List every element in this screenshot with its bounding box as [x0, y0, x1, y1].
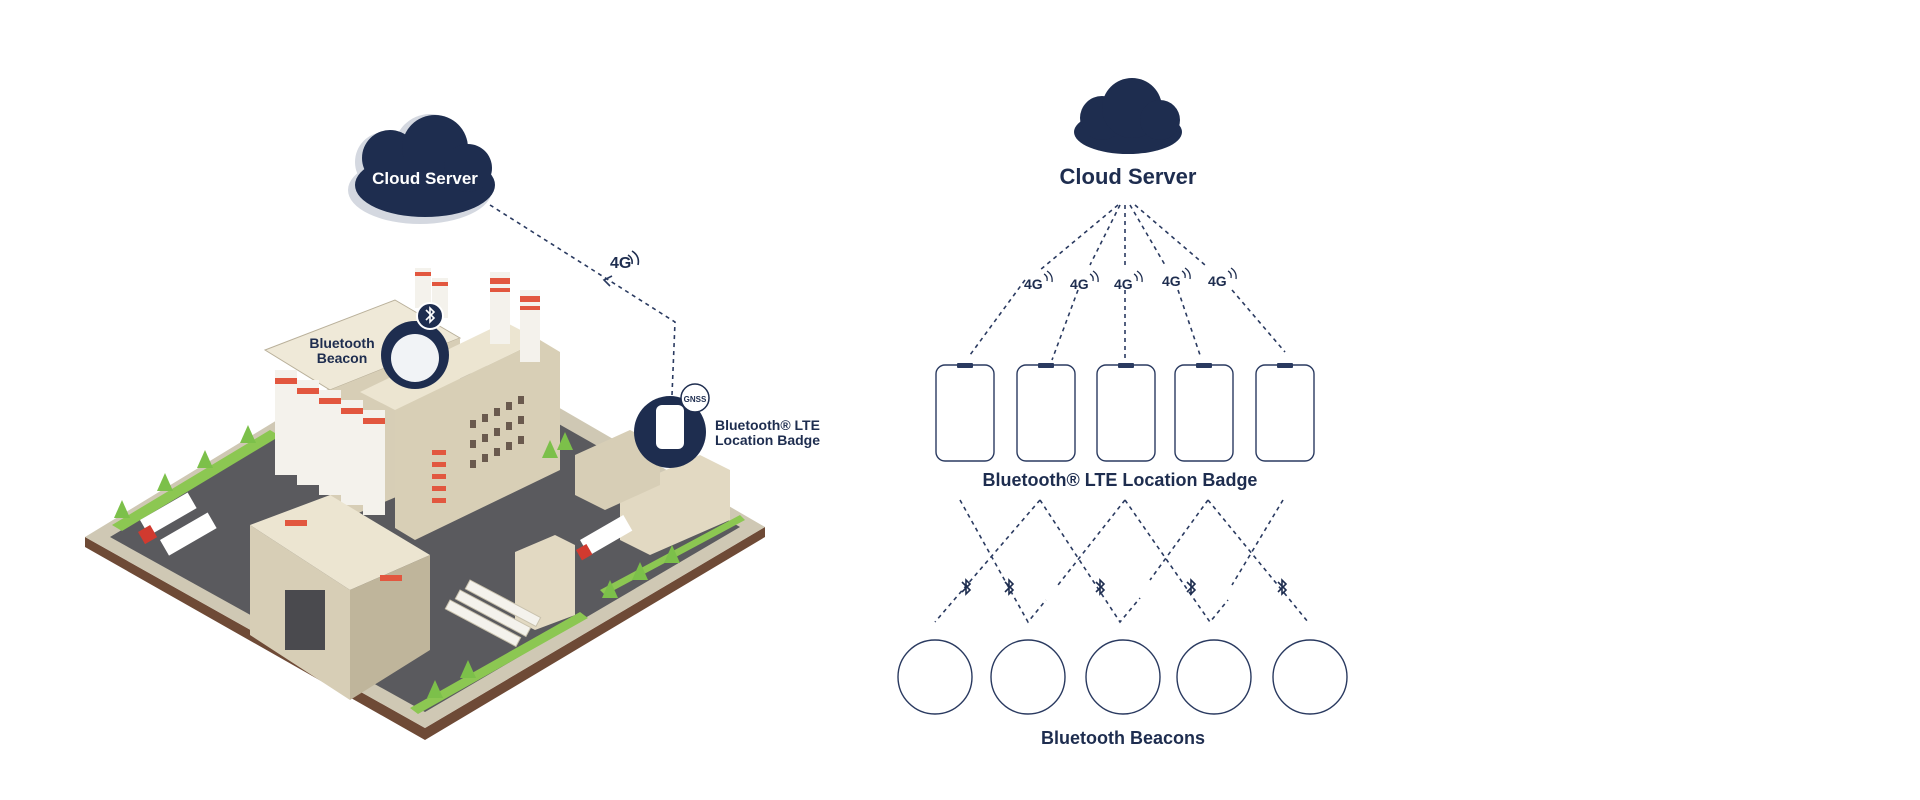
signal-label-5: 4G: [1208, 273, 1227, 289]
left-cloud-icon: [348, 114, 495, 224]
office-building: [515, 535, 575, 630]
bluetooth-icon-1: [961, 578, 972, 596]
red-pipe-rack: [432, 450, 446, 503]
right-cloud-icon: [1074, 78, 1182, 154]
wifi-icon-4: [1181, 267, 1191, 280]
bluetooth-icon-4: [1186, 578, 1197, 596]
badge-label-line2: Location Badge: [715, 432, 820, 448]
beacon-4: [1176, 639, 1252, 715]
pipe-bundle: [444, 579, 542, 648]
gate-roof-accent-2: [380, 575, 402, 581]
beacon-marker: [381, 302, 449, 389]
beacon-3: [1085, 639, 1161, 715]
beacon-label-line1: Bluetooth: [309, 335, 374, 351]
badges: [935, 363, 1315, 462]
grass-strip-left: [112, 430, 280, 531]
wifi-icon-2: [1089, 270, 1099, 283]
badge-5: [1255, 363, 1315, 462]
badge-label-line1: Bluetooth® LTE: [715, 417, 820, 433]
bluetooth-icons: [961, 578, 1288, 596]
wifi-icon-3: [1133, 270, 1143, 283]
bluetooth-icon-5: [1277, 578, 1288, 596]
gnss-label: GNSS: [684, 395, 707, 404]
gate-opening: [285, 590, 325, 650]
warehouse-right-2: [575, 430, 660, 510]
trees: [114, 425, 680, 698]
bluetooth-icon-3: [1095, 578, 1106, 596]
grass-strip-front: [410, 612, 588, 714]
arrow-to-cloud: [602, 275, 613, 287]
link-badge-to-cloud: [489, 204, 676, 396]
beacon-5: [1272, 639, 1348, 715]
bluetooth-icon-2: [1004, 578, 1015, 596]
badge-1: [935, 363, 995, 462]
wifi-icon-5: [1227, 267, 1237, 280]
bluetooth-icon: [425, 306, 436, 324]
factory-windows: [470, 396, 524, 468]
signal-label-1: 4G: [1024, 276, 1043, 292]
badge-marker: GNSS: [634, 383, 710, 468]
signal-labels: 4G 4G 4G 4G 4G: [1024, 267, 1237, 292]
signal-label-3: 4G: [1114, 276, 1133, 292]
badge-beacon-links: [934, 499, 1309, 624]
cloud-badge-links: [969, 204, 1286, 361]
left-4g-label: 4G: [610, 255, 631, 272]
gate-building-side: [350, 555, 430, 700]
gate-building-top: [250, 495, 430, 590]
beacon-label-line2: Beacon: [317, 350, 368, 366]
trucks: [138, 492, 633, 561]
badge-4: [1174, 363, 1234, 462]
badge-3: [1096, 363, 1156, 462]
beacons-label: Bluetooth Beacons: [1041, 728, 1205, 748]
badges-label: Bluetooth® LTE Location Badge: [983, 470, 1258, 490]
left-wifi-icon: [627, 250, 640, 266]
right-cloud-label: Cloud Server: [1060, 164, 1197, 189]
beacons: [897, 639, 1348, 715]
gate-roof-accent-1: [285, 520, 307, 526]
beacon-1: [897, 639, 973, 715]
signal-label-2: 4G: [1070, 276, 1089, 292]
wifi-icon-1: [1043, 270, 1053, 283]
silos: [275, 370, 385, 515]
left-cloud-label: Cloud Server: [372, 169, 478, 188]
signal-label-4: 4G: [1162, 273, 1181, 289]
beacon-2: [990, 639, 1066, 715]
badge-2: [1016, 363, 1076, 462]
factory-illustration: Bluetooth Beacon GNSS Bluetooth® LTE Loc…: [85, 114, 820, 740]
topology-diagram: Cloud Server 4G 4G 4G 4G 4G: [897, 78, 1348, 748]
chimneys: [415, 268, 540, 362]
